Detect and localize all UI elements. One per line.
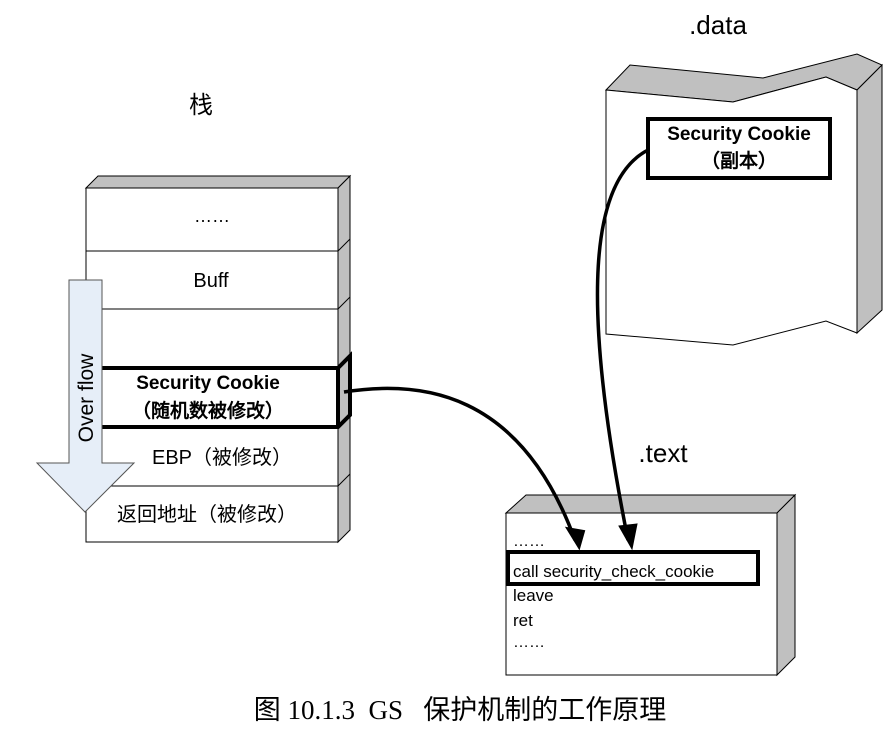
- text-line-call: call security_check_cookie: [513, 562, 714, 581]
- overflow-arrow-shape: [35, 279, 136, 513]
- text-line-ellipsis-bottom: ……: [513, 634, 545, 651]
- data-section: .data Security Cookie （副本）: [604, 10, 883, 346]
- call-check-cookie-box: [506, 550, 760, 586]
- stack-title: 栈: [189, 92, 213, 119]
- stack-row-ebp-label: EBP（被修改）: [152, 446, 292, 469]
- arrow-stack-cookie-to-check: [343, 386, 577, 541]
- arrowhead-stack-to-check: [564, 526, 586, 551]
- text-top-face: [504, 494, 797, 514]
- text-front-face: [505, 512, 778, 676]
- arrowhead-data-to-check: [618, 523, 638, 551]
- stack-cookie-label-line1: Security Cookie: [136, 373, 280, 394]
- data-side-face: [856, 63, 883, 335]
- arrow-data-cookie-to-check: [595, 148, 649, 541]
- overflow-label: Over flow: [75, 353, 98, 443]
- text-side-face: [776, 493, 796, 677]
- stack-row-empty: [85, 308, 339, 369]
- text-section: .text …… call security_check_cookie leav…: [504, 438, 797, 677]
- text-line-ret: ret: [513, 611, 533, 630]
- stack-row-cookie-bg: [102, 368, 338, 427]
- stack-top-face: [84, 175, 352, 189]
- connectors: [343, 148, 649, 551]
- text-line-ellipsis-top: ……: [513, 533, 545, 550]
- figure-caption: 图 10.1.3 GS 保护机制的工作原理: [254, 695, 667, 725]
- stack-row-ellipsis: [85, 187, 339, 252]
- overflow-arrow: Over flow: [35, 279, 136, 513]
- data-cookie-copy-box: [646, 117, 832, 180]
- stack-side-separators: [337, 238, 351, 487]
- data-section-title: .data: [689, 10, 747, 40]
- stack-row-return-address: [85, 485, 339, 543]
- stack-cookie-label-line2: （随机数被修改）: [132, 399, 284, 422]
- stack-row-security-cookie: [102, 351, 352, 429]
- stack-row-return-address-label: 返回地址（被修改）: [117, 503, 297, 526]
- text-line-leave: leave: [513, 586, 554, 605]
- stack-row-buff-label: Buff: [193, 270, 229, 292]
- data-cookie-label-line1: Security Cookie: [667, 124, 811, 145]
- stack: 栈 …… Buff EBP（被修改） 返回地址（被修改） Security Co…: [84, 92, 352, 544]
- text-section-title: .text: [638, 438, 688, 468]
- stack-row-buff: [85, 250, 339, 310]
- stack-row-ellipsis-label: ……: [194, 206, 230, 226]
- data-cookie-label-line2: （副本）: [701, 149, 777, 172]
